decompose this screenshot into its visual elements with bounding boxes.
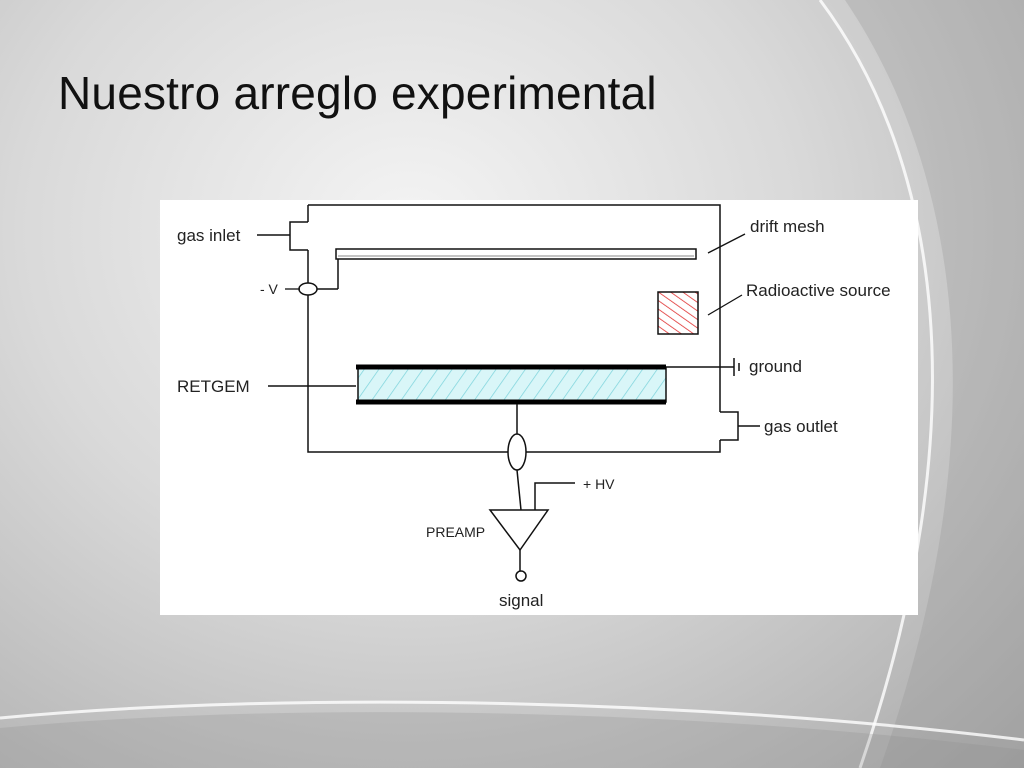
- gas-inlet-label: gas inlet: [177, 226, 241, 245]
- drift-mesh-label: drift mesh: [750, 217, 825, 236]
- background-curve: [0, 700, 1024, 742]
- setup-diagram-svg: gas inlet - V RETGEM drift mesh Radioact…: [177, 204, 891, 610]
- minus-v-connector: [298, 282, 318, 296]
- radioactive-source-label: Radioactive source: [746, 281, 891, 300]
- gas-outlet-port: [720, 411, 739, 441]
- plus-hv-label: + HV: [583, 476, 615, 492]
- preamp-triangle: [488, 509, 550, 552]
- signal-label: signal: [499, 591, 543, 610]
- gas-outlet-label: gas outlet: [764, 417, 838, 436]
- drift-mesh-leader: [707, 233, 746, 254]
- setup-diagram: gas inlet - V RETGEM drift mesh Radioact…: [160, 200, 918, 615]
- signal-output-terminal: [515, 570, 527, 582]
- retgem-label: RETGEM: [177, 377, 250, 396]
- background-curve: [845, 0, 1024, 768]
- minus-v-label: - V: [260, 281, 279, 297]
- drift-mesh: [335, 248, 697, 260]
- gas-inlet-port: [289, 221, 308, 251]
- signal-wire: [516, 469, 522, 511]
- preamp-label: PREAMP: [426, 524, 485, 540]
- ground-label: ground: [749, 357, 802, 376]
- background-curve: [0, 712, 1024, 768]
- radioactive-source-leader: [707, 294, 743, 316]
- slide-title: Nuestro arreglo experimental: [58, 67, 657, 119]
- retgem-body: [357, 367, 667, 403]
- background-curve: [818, 0, 934, 768]
- hv-wire: [534, 482, 575, 510]
- radioactive-source: [657, 291, 699, 335]
- signal-connector: [507, 433, 527, 471]
